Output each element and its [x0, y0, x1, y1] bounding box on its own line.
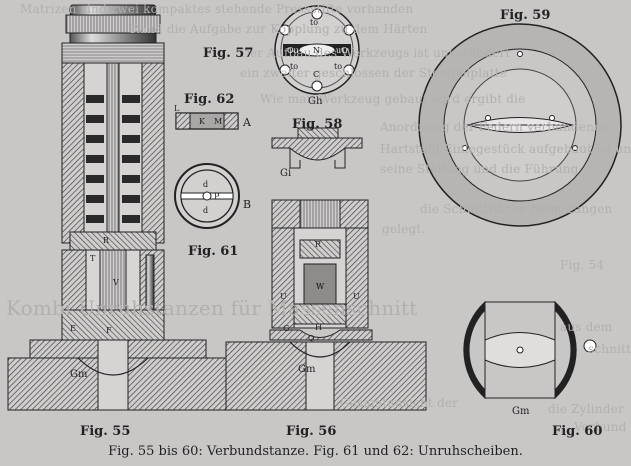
fig55-part-gm: Gm	[70, 369, 88, 380]
fig56-drawing	[225, 199, 427, 411]
fig57-part-uo: uO	[336, 46, 348, 55]
fig61-part-b: B	[243, 198, 252, 211]
fig57-part-to-right: to	[334, 62, 343, 71]
fig58-drawing	[271, 127, 363, 169]
fig56-part-gm: Gm	[298, 364, 316, 375]
bg-text-line16: die Zylinder	[548, 402, 624, 416]
fig56-label: Fig. 56	[286, 424, 337, 439]
fig61-drawing	[174, 163, 240, 229]
figure-caption: Fig. 55 bis 60: Verbundstanze. Fig. 61 u…	[108, 444, 523, 459]
fig57-part-to-top: to	[310, 18, 319, 27]
bg-text-line12: aus dem	[560, 320, 613, 334]
fig57-part-gh: Gh	[308, 96, 323, 107]
fig55-part-r: R	[103, 236, 110, 245]
fig57-part-n: N	[313, 46, 320, 55]
fig56-part-g: G	[283, 324, 290, 333]
fig59-label: Fig. 59	[500, 8, 551, 23]
bg-text-line4: ein zweiter geschlossen der Stempelplatt…	[240, 66, 508, 80]
fig57-part-to-left: to	[290, 62, 299, 71]
bg-text-line9: die Schnittfläche beim Zangen	[420, 202, 613, 216]
bg-text-line5: Wie man Werkzeug gebaut wird ergibt die	[260, 92, 526, 106]
fig56-part-r: R	[315, 240, 322, 249]
bg-text-line8: seine Stellung und die Führung	[380, 162, 579, 176]
fig61-part-p: P	[214, 192, 220, 201]
fig62-part-a: A	[243, 116, 251, 129]
bg-text-line13: schnitt	[588, 342, 631, 356]
fig62-drawing	[175, 112, 239, 130]
fig57-part-ou: Ou	[287, 46, 299, 55]
fig58-label: Fig. 58	[292, 117, 343, 132]
bg-text-line2: Rand die Aufgabe zur Kopplung zu dem Här…	[130, 22, 428, 36]
fig60-part-gm: Gm	[512, 406, 530, 417]
fig56-part-u-right: U	[353, 292, 360, 301]
fig56-part-q: Q	[308, 334, 315, 343]
bg-text-line14: Gesamtansicht der	[340, 396, 459, 410]
fig61-part-d-bottom: d	[203, 206, 209, 215]
bg-text-line3: Der Aufbau des Werkzeugs ist unverändert	[240, 46, 511, 60]
bg-text-line10: gelegt.	[382, 222, 426, 236]
fig56-part-u-left: U	[280, 292, 287, 301]
fig56-part-w: W	[316, 282, 325, 291]
fig57-drawing	[274, 5, 360, 95]
fig55-label: Fig. 55	[80, 424, 131, 439]
bg-text-line11: Fig. 54	[560, 258, 605, 272]
fig55-part-v: V	[113, 278, 119, 287]
fig62-label: Fig. 62	[184, 92, 235, 107]
fig62-part-m: M	[214, 117, 223, 126]
bg-text-line15: Verbund	[574, 420, 627, 434]
bg-text-line7: Hartstahl Einlegestück aufgebaut ist und	[380, 142, 631, 156]
fig56-part-h: H	[315, 323, 322, 332]
bg-text-line6: Anordnung der Federn verbundenen	[380, 120, 610, 134]
fig62-part-l: L	[174, 104, 180, 113]
fig60-label: Fig. 60	[552, 424, 603, 439]
fig57-part-c: C	[313, 70, 320, 79]
fig55-part-e: E	[70, 324, 76, 333]
fig61-part-d-top: d	[203, 180, 209, 189]
fig57-label: Fig. 57	[203, 46, 254, 61]
bg-text-heading: Kombi Unruhstanzen für Massenschnitt	[6, 296, 418, 320]
bg-text-line1: Matrizen sind zwei kompaktes stehende Pr…	[20, 2, 414, 16]
fig61-label: Fig. 61	[188, 244, 239, 259]
fig58-part-gi: Gi	[280, 168, 292, 179]
fig55-drawing	[7, 4, 227, 411]
fig55-part-f: F	[106, 326, 112, 335]
fig62-part-k: K	[199, 117, 205, 126]
fig60-drawing	[463, 300, 597, 400]
fig59-drawing	[418, 23, 622, 227]
fig55-part-t: T	[90, 254, 96, 263]
